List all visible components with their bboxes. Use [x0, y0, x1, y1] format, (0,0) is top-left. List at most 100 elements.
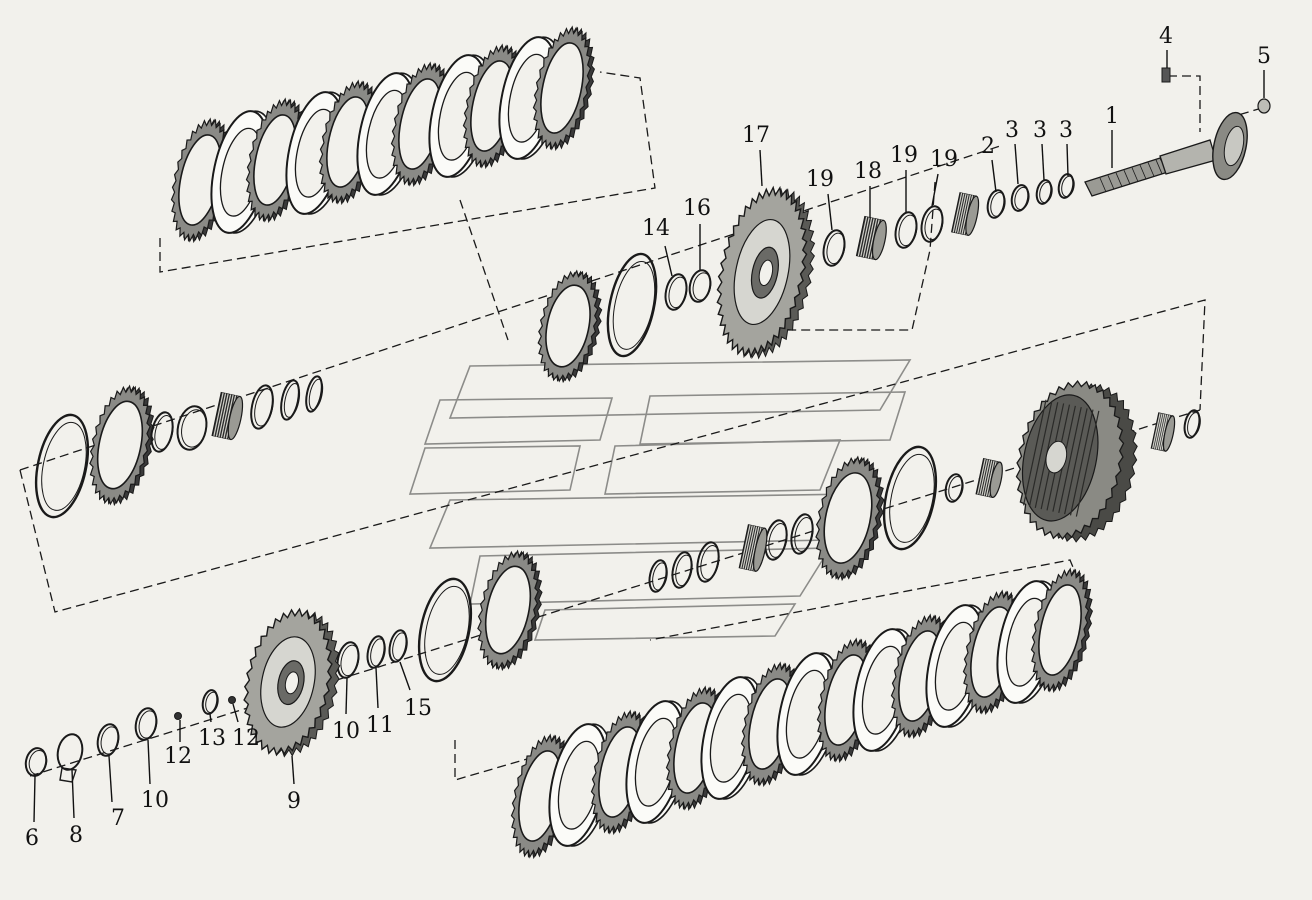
thrust-washer: [944, 473, 964, 503]
snap-ring-13: [201, 689, 219, 715]
part-number-label: 15: [404, 696, 432, 721]
leader-line: [209, 713, 212, 723]
thrust-washer: [176, 405, 208, 451]
hex-nut: [1257, 98, 1271, 114]
thrust-washer: [790, 513, 814, 555]
top-clutch-disc: [532, 25, 596, 152]
thrust-washer-10: [134, 707, 158, 741]
output-gear-9: [243, 607, 341, 758]
part-number-label: 3: [1059, 118, 1073, 143]
clutch-drum: [1015, 379, 1138, 543]
part-number-label: 12: [232, 726, 260, 751]
snap-ring-19: [920, 205, 944, 243]
needle-bearing: [951, 192, 980, 236]
needle-bearing: [738, 524, 768, 572]
part-number-label: 12: [164, 744, 192, 769]
input-shaft: [1084, 111, 1248, 197]
leader-line: [147, 739, 151, 785]
leader-line: [375, 667, 379, 709]
guide-upper-axis: [19, 145, 1001, 471]
guide-nut: [1234, 107, 1263, 117]
part-number-label: 19: [806, 167, 834, 192]
guide-top-clutch-pack: [159, 71, 656, 273]
clutch-hub: [89, 384, 155, 507]
spacer-ring: [250, 384, 274, 430]
part-number-label: 3: [1033, 118, 1047, 143]
leader-line: [1014, 143, 1019, 185]
part-number-label: 14: [642, 216, 670, 241]
leader-line: [291, 755, 295, 785]
snap-ring-large: [34, 413, 90, 519]
thrust-washer-16: [688, 269, 712, 303]
spacer-ring-3: [1010, 184, 1030, 212]
guide-top-drop: [459, 199, 509, 341]
spacer-ring: [280, 379, 301, 421]
spacer-ring: [305, 375, 324, 413]
washer-6: [24, 747, 48, 777]
thrust-washer-7: [96, 723, 120, 757]
leader-line: [399, 661, 411, 691]
part-number-label: 11: [366, 713, 394, 738]
top-clutch-disc: [245, 97, 309, 224]
part-number-label: 6: [25, 826, 39, 851]
leader-line: [345, 677, 348, 715]
thrust-washer-11: [366, 635, 386, 669]
leader-lines: [33, 50, 1265, 823]
part-number-label: 8: [69, 823, 83, 848]
thrust-washer: [150, 411, 174, 453]
spacer-ring: [671, 551, 693, 589]
spacer-ring-3: [1057, 173, 1075, 199]
leader-line: [664, 245, 673, 277]
guide-lower-axis: [29, 409, 1201, 777]
drive-gear-17: [716, 185, 816, 360]
leader-line: [108, 755, 113, 803]
snap-ring-19: [894, 211, 918, 249]
part-number-label: 7: [111, 806, 125, 831]
part-number-label: 17: [742, 123, 770, 148]
ball-12: [174, 712, 182, 720]
guide-stud: [1168, 75, 1201, 132]
snap-ring-large: [882, 445, 938, 551]
part-number-label: 4: [1159, 24, 1173, 49]
snap-ring-19: [822, 229, 846, 267]
stud-bolt: [1161, 67, 1171, 83]
leader-line: [71, 769, 75, 819]
leader-line: [1041, 143, 1045, 181]
snap-ring-large: [417, 577, 473, 683]
assembly-guide-lines: [19, 71, 1263, 781]
pressure-plate-lower: [815, 455, 885, 582]
leader-line: [991, 159, 997, 193]
part-number-label: 18: [854, 159, 882, 184]
part-number-label: 3: [1005, 118, 1019, 143]
part-number-label: 10: [141, 788, 169, 813]
part-number-label: 13: [198, 726, 226, 751]
needle-bearing-18: [855, 215, 887, 261]
leader-line: [759, 149, 763, 187]
part-number-label: 1: [1105, 104, 1119, 129]
needle-bearing: [975, 458, 1003, 498]
part-number-label: 16: [683, 196, 711, 221]
snap-ring: [1183, 409, 1201, 439]
part-number-label: 2: [981, 134, 995, 159]
leader-line: [33, 775, 36, 823]
ball-12: [228, 696, 236, 704]
leader-line: [827, 193, 833, 231]
bottom-clutch-disc: [1030, 567, 1094, 694]
part-number-label: 10: [332, 719, 360, 744]
spacer-ring-2: [986, 189, 1006, 219]
leader-line: [232, 703, 239, 723]
snap-ring-large: [606, 252, 658, 358]
pressure-plate: [537, 269, 603, 384]
bottom-clutch-plate: [548, 723, 613, 847]
thrust-washer-10: [336, 641, 360, 679]
needle-bearing: [211, 391, 244, 441]
part-number-label: 5: [1257, 44, 1271, 69]
spacer-ring: [648, 559, 668, 593]
part-number-label: 9: [287, 789, 301, 814]
thrust-washer-14: [664, 273, 688, 311]
clutch-hub-lower: [477, 549, 543, 672]
snap-ring-15: [388, 629, 408, 663]
